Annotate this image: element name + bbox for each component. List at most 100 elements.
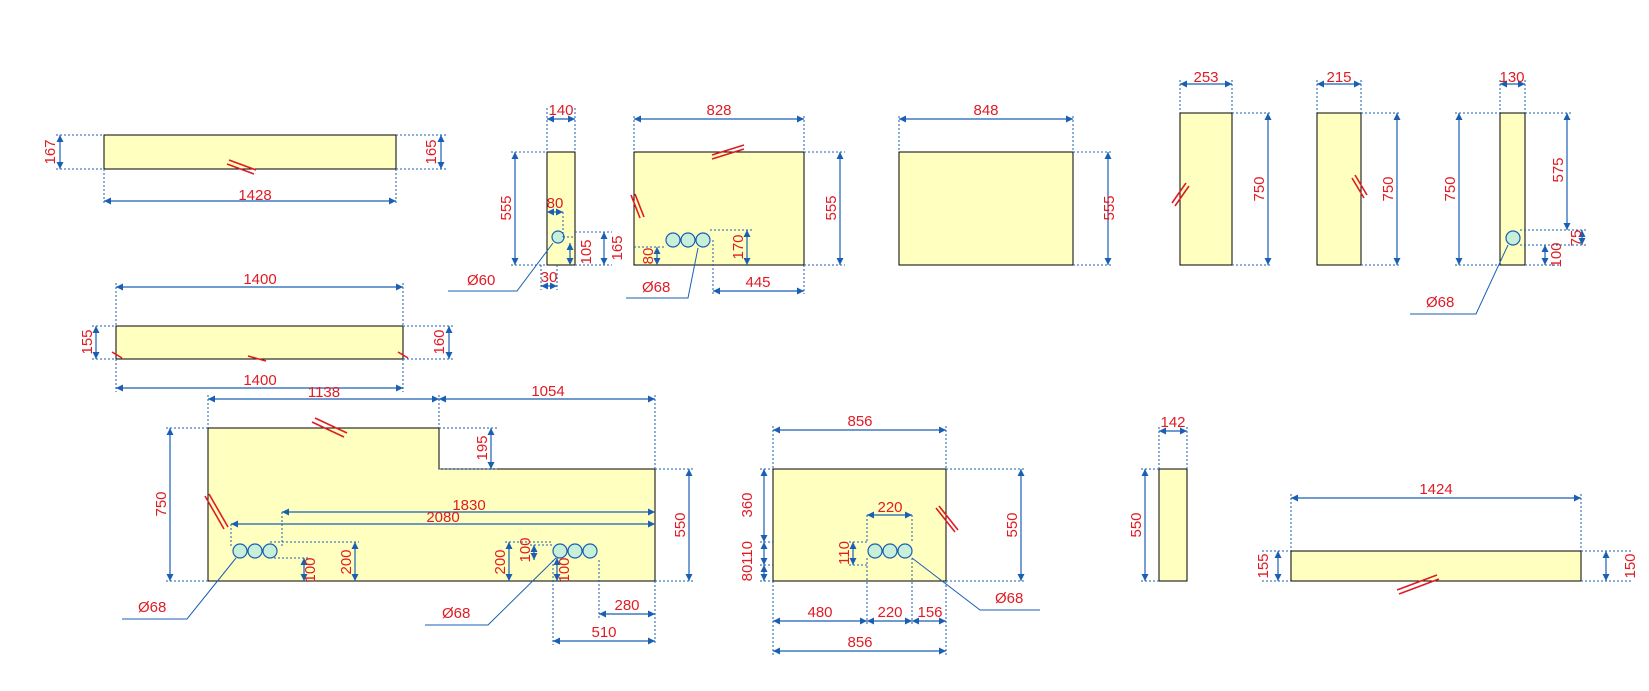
dim-label: Ø60 <box>467 272 495 289</box>
dim-label: 105 <box>578 239 595 264</box>
grain-mark <box>111 351 409 362</box>
panel-3-shape <box>633 151 805 266</box>
dim-label: 215 <box>1326 69 1351 86</box>
dim-label: 550 <box>1004 512 1021 537</box>
panel-11-shape <box>1158 468 1188 582</box>
grain-mark <box>311 417 348 438</box>
dim-label: 100 <box>556 557 573 582</box>
dim-label: 200 <box>338 549 355 574</box>
grain-mark <box>1171 182 1190 207</box>
dim-label: 1428 <box>238 187 271 204</box>
dim-label: 1424 <box>1419 481 1452 498</box>
grain-mark <box>1351 174 1368 199</box>
dim-label: 165 <box>423 139 440 164</box>
panel-4[interactable]: 848 555 <box>898 102 1118 266</box>
dim-label: 80 <box>739 565 756 582</box>
dim-label: 80 <box>547 195 564 212</box>
panel-4-shape <box>898 151 1074 266</box>
grain-mark <box>226 159 257 175</box>
dim-label: 155 <box>1255 553 1272 578</box>
dim-label: 750 <box>1442 176 1459 201</box>
panel-2[interactable]: 140 555 80 105 165 30 Ø60 <box>448 102 626 292</box>
dim-label: 110 <box>739 541 756 565</box>
grain-mark <box>711 144 745 160</box>
drill-hole <box>551 230 565 244</box>
panel-12[interactable]: 1424 155 150 <box>1255 481 1639 595</box>
dim-label: 750 <box>153 491 170 516</box>
dim-label: 750 <box>1380 176 1397 201</box>
dim-label: 30 <box>541 269 558 286</box>
dim-label: 550 <box>1128 512 1145 537</box>
dim-label: 445 <box>745 274 770 291</box>
dim-label: Ø68 <box>995 590 1023 607</box>
dim-label: 750 <box>1251 176 1268 201</box>
panel-5[interactable]: 253 750 <box>1171 69 1272 266</box>
drill-hole <box>680 232 696 248</box>
dim-label: 575 <box>1550 157 1567 182</box>
dim-label: 1054 <box>531 383 564 400</box>
grain-mark <box>204 493 229 530</box>
dim-label: 200 <box>492 549 509 574</box>
leader-line <box>626 247 699 299</box>
dim-label: 150 <box>1622 553 1639 578</box>
drill-hole <box>262 543 278 559</box>
dim-label: 100 <box>302 557 319 582</box>
panel-1[interactable]: 1428 167 165 <box>42 134 446 205</box>
drill-hole <box>897 543 913 559</box>
panel-1-shape <box>103 134 397 170</box>
grain-mark <box>1396 574 1440 595</box>
dim-label: 220 <box>877 604 902 621</box>
leader-line <box>448 242 554 292</box>
dim-label: 195 <box>474 435 491 460</box>
drill-hole <box>567 543 583 559</box>
drill-hole <box>232 543 248 559</box>
dim-label: 220 <box>877 499 902 516</box>
grain-mark <box>935 505 959 533</box>
drill-hole <box>882 543 898 559</box>
dim-label: 142 <box>1160 414 1185 431</box>
dim-label: 165 <box>609 235 626 260</box>
dim-label: 253 <box>1193 69 1218 86</box>
panel-3[interactable]: 828 555 170 80 445 Ø68 <box>626 102 845 299</box>
panel-10[interactable]: 856 550 360 110 80 220 110 480 220 156 8… <box>739 413 1040 655</box>
dim-label: 80 <box>640 248 657 265</box>
dim-label: 2080 <box>426 509 459 526</box>
dim-label: 160 <box>431 329 448 354</box>
dim-label: 1400 <box>243 271 276 288</box>
dim-label: 856 <box>847 413 872 430</box>
dim-label: 75 <box>1568 230 1585 247</box>
drill-hole <box>552 543 568 559</box>
dim-label: 555 <box>498 195 515 220</box>
drill-hole <box>665 232 681 248</box>
grain-mark <box>630 193 645 219</box>
dim-label: Ø68 <box>138 599 166 616</box>
drill-hole <box>582 543 598 559</box>
dim-label: 100 <box>1548 242 1565 267</box>
panel-8-shape <box>115 325 404 360</box>
panel-11[interactable]: 142 550 <box>1128 414 1188 582</box>
dim-label: 170 <box>730 234 747 259</box>
dim-label: Ø68 <box>642 279 670 296</box>
dim-label: 110 <box>836 541 853 565</box>
dim-label: 1400 <box>243 372 276 389</box>
panel-6[interactable]: 215 750 <box>1316 69 1401 266</box>
dim-label: 510 <box>591 624 616 641</box>
panel-7[interactable]: 130 750 575 75 100 Ø68 <box>1410 69 1587 315</box>
drill-hole <box>867 543 883 559</box>
dim-label: 167 <box>42 139 59 164</box>
panel-9[interactable]: 1138 1054 195 750 550 1830 2080 100 200 … <box>122 383 694 645</box>
panel-8[interactable]: 1400 1400 155 160 <box>79 271 453 392</box>
dim-label: Ø68 <box>442 605 470 622</box>
dim-label: 848 <box>973 102 998 119</box>
dim-label: 555 <box>823 195 840 220</box>
dim-label: 480 <box>807 604 832 621</box>
leader-line <box>122 557 237 620</box>
dim-label: 155 <box>79 329 96 354</box>
panel-6-shape <box>1316 112 1362 266</box>
panel-12-shape <box>1290 550 1582 582</box>
drill-hole <box>247 543 263 559</box>
dim-label: 156 <box>917 604 942 621</box>
drill-hole <box>695 232 711 248</box>
leader-line <box>425 557 557 626</box>
